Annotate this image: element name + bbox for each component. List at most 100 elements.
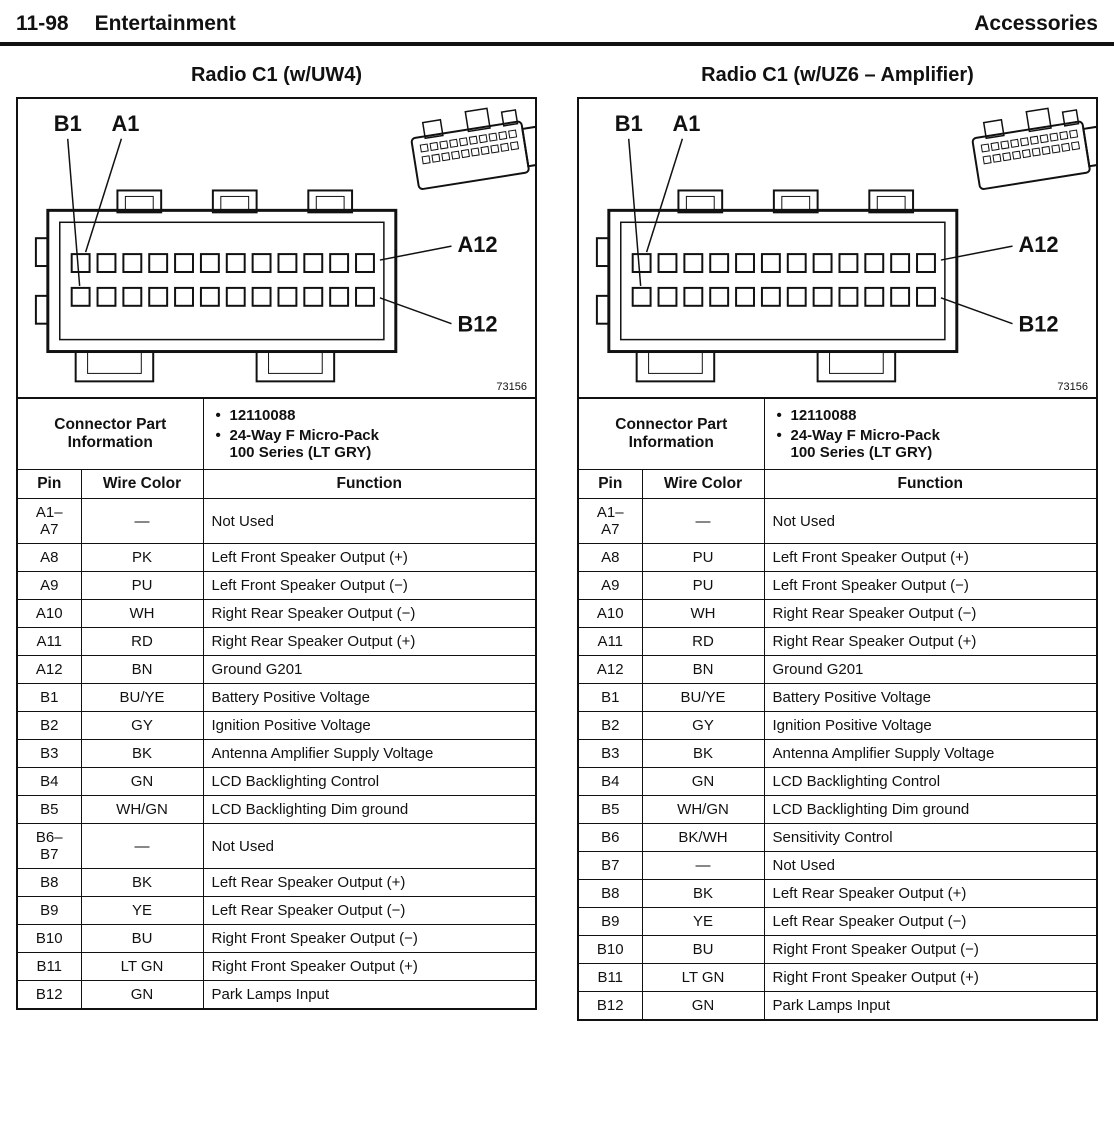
pin-cell: A1– A7 xyxy=(577,498,643,545)
wire-color-cell: YE xyxy=(80,896,204,926)
table-row: B8 BK Left Rear Speaker Output (+) xyxy=(577,879,1098,909)
wire-color-cell: BK xyxy=(641,879,765,909)
table-row: B1 BU/YE Battery Positive Voltage xyxy=(16,683,537,713)
pin-cell: B2 xyxy=(16,711,82,741)
panel-title: Radio C1 (w/UZ6 – Amplifier) xyxy=(701,64,974,86)
function-cell: LCD Backlighting Control xyxy=(202,767,537,797)
table-row: A11 RD Right Rear Speaker Output (+) xyxy=(16,627,537,657)
pin-label-a12: A12 xyxy=(457,232,497,257)
pin-label-b12: B12 xyxy=(457,312,497,337)
table-row: B4 GN LCD Backlighting Control xyxy=(577,767,1098,797)
function-cell: Battery Positive Voltage xyxy=(202,683,537,713)
connector-drawing-icon: B1 A1 A12 B12 xyxy=(34,107,535,383)
wire-color-cell: — xyxy=(641,498,765,545)
table-row: A12 BN Ground G201 xyxy=(577,655,1098,685)
pin-cell: B8 xyxy=(16,868,82,898)
connector-diagram: B1 A1 A12 B12 73156 xyxy=(16,97,537,398)
function-cell: Sensitivity Control xyxy=(763,823,1098,853)
pin-label-a1: A1 xyxy=(672,111,700,136)
wire-color-cell: RD xyxy=(80,627,204,657)
wire-color-cell: GN xyxy=(641,767,765,797)
pin-cell: B1 xyxy=(16,683,82,713)
connector-part-info-label: Connector Part Information xyxy=(577,397,765,471)
wire-color-cell: GY xyxy=(80,711,204,741)
function-cell: Left Rear Speaker Output (−) xyxy=(202,896,537,926)
panel-radio-c1-uw4: Radio C1 (w/UW4) xyxy=(16,58,537,1011)
wire-color-cell: GN xyxy=(80,767,204,797)
pin-cell: B9 xyxy=(16,896,82,926)
pin-cell: B2 xyxy=(577,711,643,741)
connector-info-row: Connector Part Information 12110088 24-W… xyxy=(577,397,1098,471)
column-header-row: Pin Wire Color Function xyxy=(16,469,537,500)
wire-color-cell: BK xyxy=(80,868,204,898)
wire-color-cell: PU xyxy=(80,571,204,601)
table-row: B1 BU/YE Battery Positive Voltage xyxy=(577,683,1098,713)
wire-color-cell: RD xyxy=(641,627,765,657)
wire-color-cell: BU xyxy=(80,924,204,954)
function-cell: Left Front Speaker Output (−) xyxy=(202,571,537,601)
function-cell: Right Rear Speaker Output (+) xyxy=(202,627,537,657)
pin-cell: B3 xyxy=(577,739,643,769)
function-cell: Left Front Speaker Output (+) xyxy=(202,543,537,573)
column-pin: Pin xyxy=(16,469,82,500)
pin-cell: B1 xyxy=(577,683,643,713)
function-cell: Ground G201 xyxy=(202,655,537,685)
pin-cell: A12 xyxy=(577,655,643,685)
function-cell: Not Used xyxy=(202,823,537,870)
pin-cell: A11 xyxy=(577,627,643,657)
table-row: A1– A7 — Not Used xyxy=(577,498,1098,545)
column-wire-color: Wire Color xyxy=(80,469,204,500)
function-cell: Right Front Speaker Output (+) xyxy=(763,963,1098,993)
pin-cell: B10 xyxy=(577,935,643,965)
column-pin: Pin xyxy=(577,469,643,500)
column-wire-color: Wire Color xyxy=(641,469,765,500)
part-number: 12110088 xyxy=(212,407,528,424)
connector-drawing-icon: B1 A1 A12 B12 xyxy=(595,107,1096,383)
leader-lines xyxy=(66,138,452,325)
wire-color-cell: — xyxy=(80,823,204,870)
pinout-table-uw4: Connector Part Information 12110088 24-W… xyxy=(16,397,537,1011)
pin-label-a1: A1 xyxy=(111,111,139,136)
page-number: 11-98 xyxy=(16,12,69,35)
wire-color-cell: BN xyxy=(80,655,204,685)
wire-color-cell: PU xyxy=(641,543,765,573)
wire-color-cell: YE xyxy=(641,907,765,937)
connector-type: 24-Way F Micro-Pack 100 Series (LT GRY) xyxy=(773,427,1089,461)
connector-type: 24-Way F Micro-Pack 100 Series (LT GRY) xyxy=(212,427,528,461)
pin-cell: A12 xyxy=(16,655,82,685)
wire-color-cell: WH/GN xyxy=(80,795,204,825)
wire-color-cell: PU xyxy=(641,571,765,601)
connector-info-row: Connector Part Information 12110088 24-W… xyxy=(16,397,537,471)
pin-cell: B3 xyxy=(16,739,82,769)
function-cell: Not Used xyxy=(763,851,1098,881)
figure-number: 73156 xyxy=(496,381,527,394)
column-header-row: Pin Wire Color Function xyxy=(577,469,1098,500)
figure-number: 73156 xyxy=(1057,381,1088,394)
pin-cell: B4 xyxy=(16,767,82,797)
connector-isometric-view xyxy=(410,107,535,190)
pin-cell: B7 xyxy=(577,851,643,881)
function-cell: Right Rear Speaker Output (−) xyxy=(763,599,1098,629)
wire-color-cell: WH/GN xyxy=(641,795,765,825)
pin-label-a12: A12 xyxy=(1018,232,1058,257)
table-row: B3 BK Antenna Amplifier Supply Voltage xyxy=(577,739,1098,769)
wire-color-cell: BK xyxy=(641,739,765,769)
table-row: B6– B7 — Not Used xyxy=(16,823,537,870)
table-row: A9 PU Left Front Speaker Output (−) xyxy=(577,571,1098,601)
wire-color-cell: BK/WH xyxy=(641,823,765,853)
table-row: A8 PK Left Front Speaker Output (+) xyxy=(16,543,537,573)
pin-cell: B6– B7 xyxy=(16,823,82,870)
function-cell: Antenna Amplifier Supply Voltage xyxy=(202,739,537,769)
function-cell: LCD Backlighting Dim ground xyxy=(763,795,1098,825)
wire-color-cell: GN xyxy=(80,980,204,1010)
wire-color-cell: WH xyxy=(641,599,765,629)
table-row: B5 WH/GN LCD Backlighting Dim ground xyxy=(577,795,1098,825)
function-cell: Antenna Amplifier Supply Voltage xyxy=(763,739,1098,769)
connector-isometric-view xyxy=(971,107,1096,190)
pin-cell: B4 xyxy=(577,767,643,797)
table-row: B2 GY Ignition Positive Voltage xyxy=(577,711,1098,741)
table-row: A11 RD Right Rear Speaker Output (+) xyxy=(577,627,1098,657)
pin-cell: B5 xyxy=(16,795,82,825)
table-row: B9 YE Left Rear Speaker Output (−) xyxy=(577,907,1098,937)
wire-color-cell: BU/YE xyxy=(80,683,204,713)
